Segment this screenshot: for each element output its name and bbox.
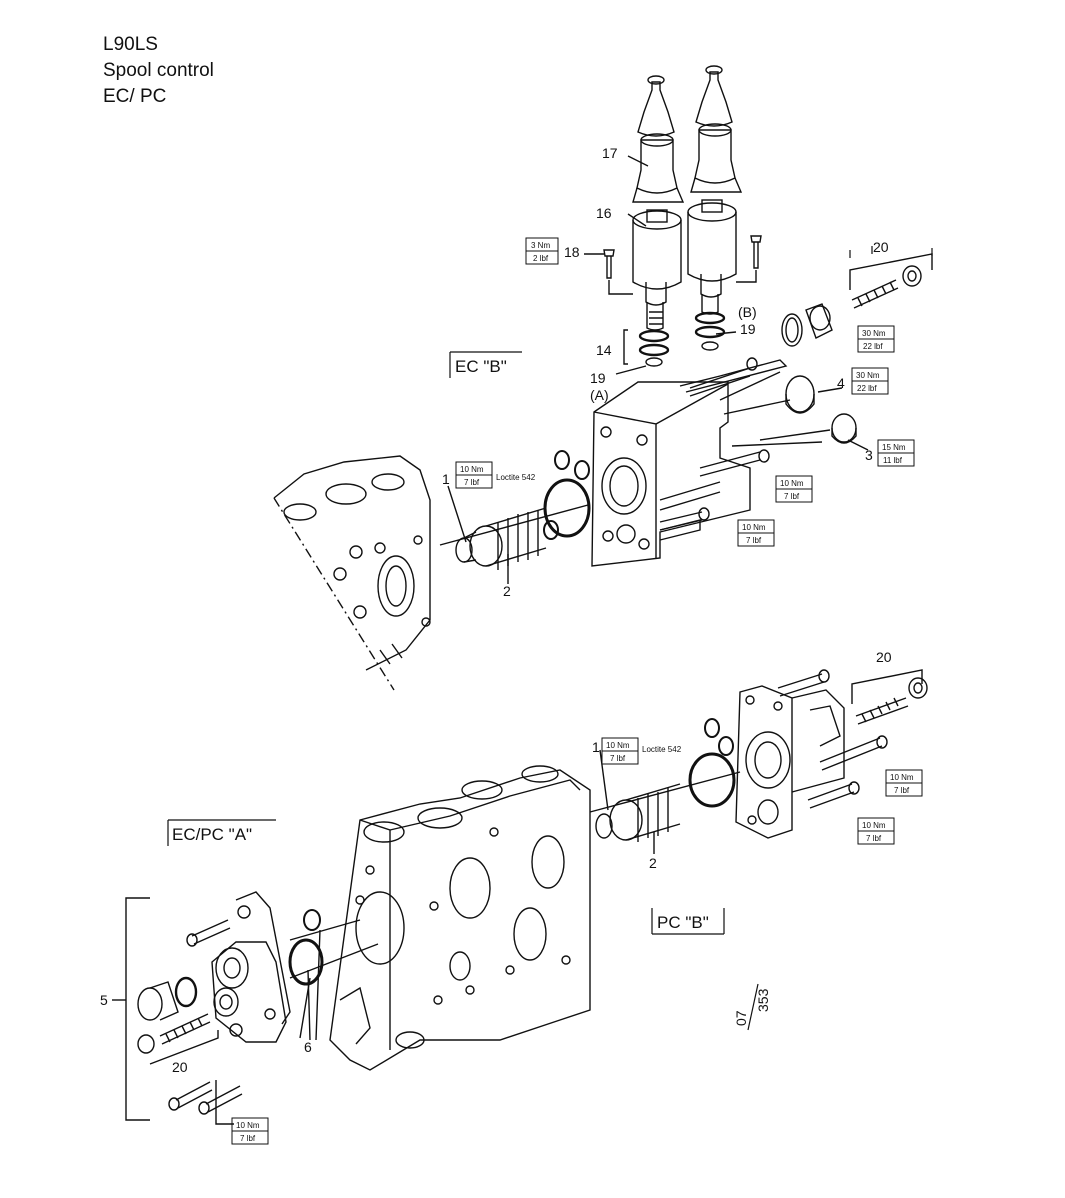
torque-box-plug-top: 30 Nm 22 lbf xyxy=(857,325,895,353)
title-block: L90LS Spool control EC/ PC xyxy=(103,32,214,110)
svg-text:10 Nm: 10 Nm xyxy=(742,523,766,532)
part-16: 16 xyxy=(596,205,612,221)
solenoid-left xyxy=(632,75,685,331)
svg-text:3 Nm: 3 Nm xyxy=(531,241,550,250)
svg-text:10 Nm: 10 Nm xyxy=(236,1121,260,1130)
spool-spring-upper xyxy=(455,507,547,570)
torque-box-4: 30 Nm 22 lbf xyxy=(851,367,889,395)
svg-text:7 lbf: 7 lbf xyxy=(784,492,800,501)
svg-text:353: 353 xyxy=(755,988,771,1012)
torque-box-bolt2: 10 Nm 7 lbf xyxy=(737,519,775,547)
part-2-mid: 2 xyxy=(649,855,657,871)
valve-housing-upper xyxy=(591,359,788,567)
svg-text:10 Nm: 10 Nm xyxy=(862,821,886,830)
section-ec-b: EC "B" xyxy=(455,357,507,376)
part-17: 17 xyxy=(602,145,618,161)
svg-text:7 lbf: 7 lbf xyxy=(866,834,882,843)
torque-box-bolt1: 10 Nm 7 lbf xyxy=(775,475,813,503)
mark-b: (B) xyxy=(738,304,757,320)
loctite-note-mid: Loctite 542 xyxy=(642,745,682,754)
part-20-top: 20 xyxy=(873,239,889,255)
svg-text:22 lbf: 22 lbf xyxy=(863,342,883,351)
part-1-mid: 1 xyxy=(592,739,600,755)
svg-text:07: 07 xyxy=(733,1010,749,1026)
svg-text:10 Nm: 10 Nm xyxy=(780,479,804,488)
svg-text:7 lbf: 7 lbf xyxy=(746,536,762,545)
part-18: 18 xyxy=(564,244,580,260)
torque-box-mid2: 10 Nm 7 lbf xyxy=(857,817,895,845)
part-19-b: 19 xyxy=(740,321,756,337)
svg-text:10 Nm: 10 Nm xyxy=(890,773,914,782)
valve-section-partial xyxy=(273,455,431,691)
model-name: L90LS xyxy=(103,34,158,55)
valve-block-main xyxy=(329,765,591,1071)
torque-box-18: 3 Nm 2 lbf xyxy=(525,237,559,265)
svg-text:10 Nm: 10 Nm xyxy=(460,465,484,474)
part-19-a: 19 xyxy=(590,370,606,386)
section-labels: EC "B" EC/PC "A" PC "B" xyxy=(167,351,725,935)
diagram-title: Spool control xyxy=(103,60,214,81)
part-2-top: 2 xyxy=(503,583,511,599)
loctite-note-top: Loctite 542 xyxy=(496,473,536,482)
part-labels: 17 16 18 20 (B) 19 14 19 (A) 4 3 1 2 20 … xyxy=(100,145,892,1075)
torque-box-mid1: 10 Nm 7 lbf xyxy=(885,769,923,797)
torque-box-1-mid: 10 Nm 7 lbf xyxy=(601,737,639,765)
svg-text:10 Nm: 10 Nm xyxy=(606,741,630,750)
part-5: 5 xyxy=(100,992,108,1008)
svg-text:7 lbf: 7 lbf xyxy=(240,1134,256,1143)
svg-text:15 Nm: 15 Nm xyxy=(882,443,906,452)
part-20-bot: 20 xyxy=(172,1059,188,1075)
figure-reference: 07 353 xyxy=(733,983,771,1031)
part-1-top: 1 xyxy=(442,471,450,487)
svg-text:7 lbf: 7 lbf xyxy=(894,786,910,795)
spool-spring-mid xyxy=(595,783,681,842)
part-6: 6 xyxy=(304,1039,312,1055)
torque-box-bottom: 10 Nm 7 lbf xyxy=(231,1117,269,1145)
torque-box-3: 15 Nm 11 lbf xyxy=(877,439,915,467)
svg-text:2 lbf: 2 lbf xyxy=(533,254,549,263)
svg-text:30 Nm: 30 Nm xyxy=(856,371,880,380)
torque-box-1-top: 10 Nm 7 lbf xyxy=(455,461,493,489)
mark-a: (A) xyxy=(590,387,609,403)
end-cover-a xyxy=(211,891,291,1043)
svg-text:7 lbf: 7 lbf xyxy=(610,754,626,763)
part-14: 14 xyxy=(596,342,612,358)
solenoid-right xyxy=(687,65,743,315)
section-pc-b: PC "B" xyxy=(657,913,709,932)
svg-text:30 Nm: 30 Nm xyxy=(862,329,886,338)
part-20-mid: 20 xyxy=(876,649,892,665)
part-3: 3 xyxy=(865,447,873,463)
svg-text:7 lbf: 7 lbf xyxy=(464,478,480,487)
svg-text:22 lbf: 22 lbf xyxy=(857,384,877,393)
section-ecpc-a: EC/PC "A" xyxy=(172,825,252,844)
variant-label: EC/ PC xyxy=(103,86,167,107)
svg-text:11 lbf: 11 lbf xyxy=(883,456,903,465)
end-cover-mid xyxy=(735,685,845,839)
part-4: 4 xyxy=(837,375,845,391)
